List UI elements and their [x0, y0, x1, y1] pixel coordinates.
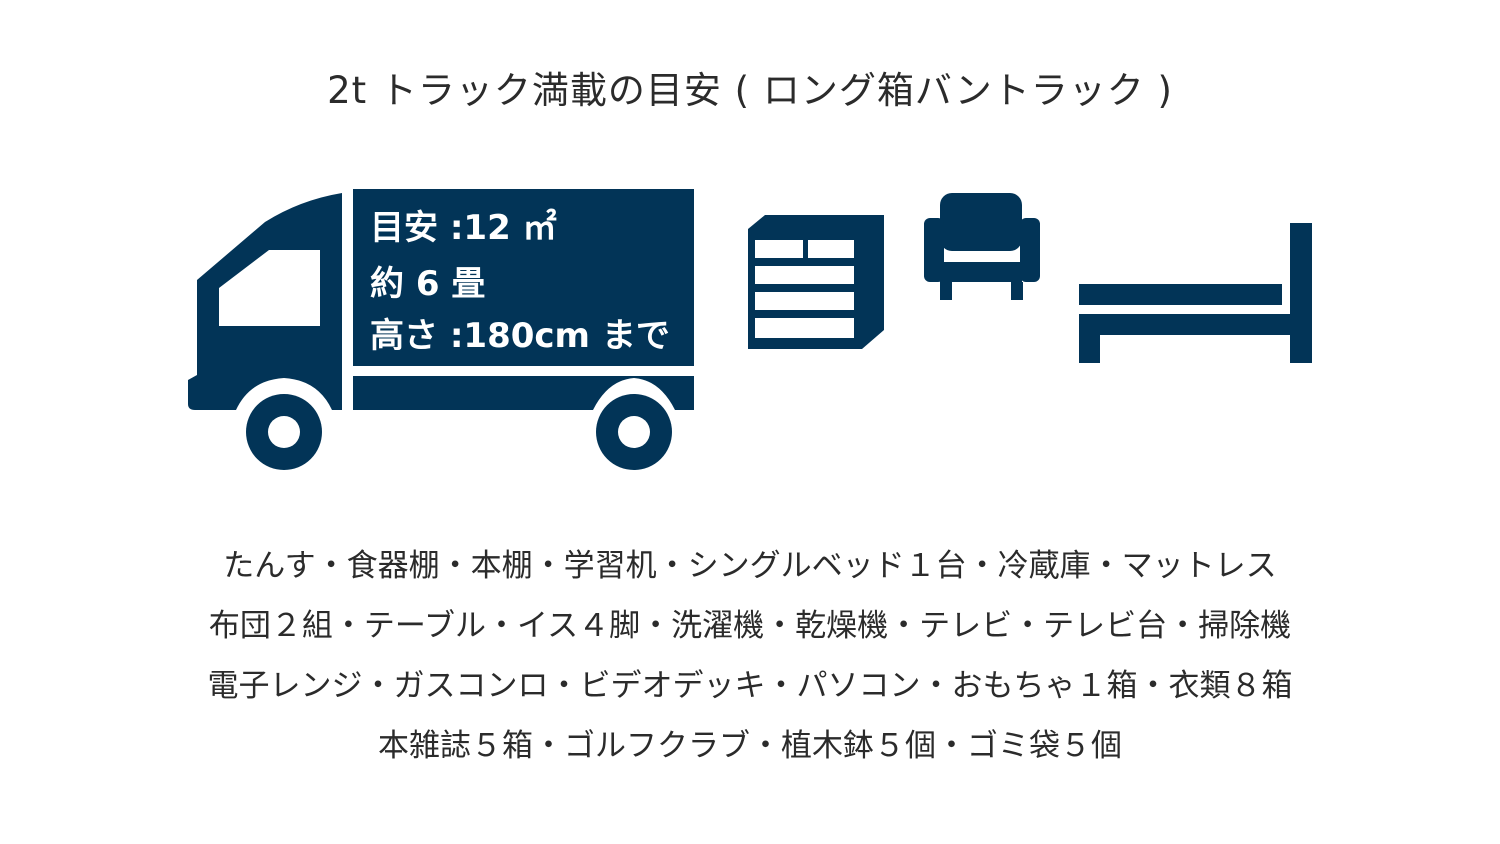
- page-title: 2t トラック満載の目安 ( ロング箱バントラック ): [327, 69, 1173, 112]
- dresser-icon: [748, 215, 884, 349]
- items-list: たんす・食器棚・本棚・学習机・シングルベッド１台・冷蔵庫・マットレス 布団２組・…: [0, 536, 1500, 776]
- items-line: たんす・食器棚・本棚・学習机・シングルベッド１台・冷蔵庫・マットレス: [223, 548, 1277, 584]
- armchair-icon: [924, 193, 1040, 300]
- truck-tatami-spec: 約 6 畳: [370, 264, 486, 304]
- items-line: 本雑誌５箱・ゴルフクラブ・植木鉢５個・ゴミ袋５個: [378, 728, 1122, 764]
- bed-icon: [1079, 223, 1312, 363]
- items-line: 電子レンジ・ガスコンロ・ビデオデッキ・パソコン・おもちゃ１箱・衣類８箱: [207, 668, 1293, 704]
- truck-height-spec: 高さ :180cm まで: [370, 316, 670, 356]
- truck-area-spec: 目安 :12 ㎡: [370, 208, 557, 248]
- truck-icon: [188, 189, 694, 470]
- items-line: 布団２組・テーブル・イス４脚・洗濯機・乾燥機・テレビ・テレビ台・掃除機: [208, 608, 1292, 644]
